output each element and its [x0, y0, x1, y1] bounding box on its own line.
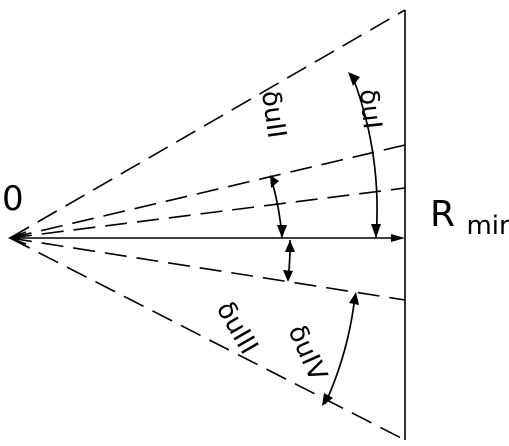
label-delta-2: δuII [255, 89, 291, 140]
radius-label-subscript: min [466, 211, 509, 241]
ray-lower-outer [9, 237, 406, 441]
arc-delta-1 [351, 74, 378, 239]
origin-arrow [7, 231, 27, 245]
radius-label-main: R [430, 194, 455, 235]
arc-delta-4 [324, 295, 356, 405]
arc-delta-3-arrow-top [285, 240, 295, 252]
label-delta-1: δuI [353, 88, 387, 131]
radius-label: R min [430, 194, 509, 241]
axis-arrowhead [391, 234, 405, 242]
ray-upper-outer [9, 9, 406, 239]
arc-delta-2-arrow-top [270, 175, 279, 188]
arc-delta-4-arrow-bottom [322, 393, 333, 406]
arc-delta-3-arrow-bottom [283, 270, 293, 282]
arc-delta-1-arrow-bottom [371, 224, 381, 238]
origin-label: 0 [2, 179, 24, 219]
arc-delta-2-arrow-bottom [277, 225, 287, 238]
ray-lower-inner [9, 237, 406, 301]
ray-upper-middle [9, 144, 406, 239]
arc-delta-1-arrow-top [348, 72, 360, 86]
arc-delta-4-arrow-top [349, 292, 359, 305]
label-delta-4: δuIV [282, 321, 333, 386]
label-delta-3: δuIII [210, 297, 264, 360]
ray-upper-inner [9, 187, 406, 239]
